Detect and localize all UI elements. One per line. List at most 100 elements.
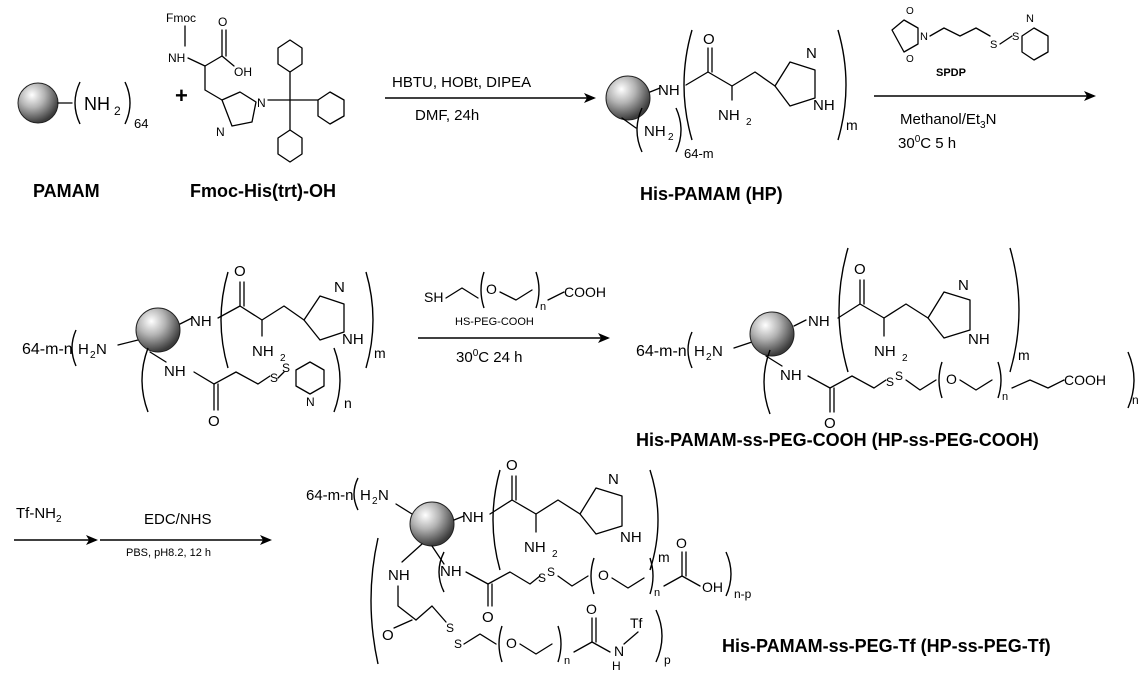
pamam-dendrimer-sphere	[17, 82, 59, 124]
step2-temperature: 300C 5 h	[898, 134, 956, 152]
pamam-amine-count: 64	[134, 116, 148, 131]
hp-tf-cooh-arm-index-n: n	[654, 587, 660, 599]
hp-peg-his-nh: NH	[808, 313, 830, 330]
hp-tf-arm-index-n: n	[564, 655, 570, 667]
hp-peg-amine-count: 64-m-n	[636, 343, 687, 360]
hp-tf-cooh-arm-index-np: n-p	[734, 587, 752, 601]
hp-tf-arm-tf: Tf	[630, 615, 643, 631]
hp-spdp-pyridine-n: N	[306, 395, 315, 409]
hp-tf-cooh-arm-s2: S	[547, 565, 555, 579]
hs-peg-cooh-structure: SH O n COOH	[424, 271, 606, 313]
fmoc-label: Fmoc	[166, 11, 196, 25]
hp-ss-peg-tf-structure: 64-m-n H 2 N NH O NH 2 N NH m NH O S S O	[306, 457, 752, 673]
hp-peg-h2n-sub: 2	[706, 352, 712, 363]
pamam-structure: NH 2 64	[17, 81, 148, 131]
hp-carbonyl-o: O	[703, 31, 715, 48]
amine-subscript: 2	[114, 104, 121, 118]
hp-spdp-structure: 64-m-n H 2 N NH O NH 2 N NH m NH O S S N	[22, 263, 386, 430]
step3-temperature: 300C 24 h	[456, 348, 522, 366]
hp-peg-his-alpha-sub: 2	[902, 353, 908, 364]
fmoc-his-label: Fmoc-His(trt)-OH	[190, 181, 336, 201]
hp-peg-cooh: COOH	[1064, 372, 1106, 388]
hp-spdp-imidazole-n: N	[334, 279, 345, 296]
hp-spdp-his-carbonyl-o: O	[234, 263, 246, 280]
step1-reagents: HBTU, HOBt, DIPEA	[392, 74, 531, 91]
hp-imidazole-nh: NH	[813, 97, 835, 114]
hp-tf-cooh-arm-acid-o: O	[676, 535, 687, 551]
fmoc-nh-label: NH	[168, 51, 185, 65]
hs-peg-cooh: COOH	[564, 284, 606, 300]
step4-coupling: EDC/NHS	[144, 511, 212, 528]
hs-peg-ether-o: O	[486, 281, 497, 297]
hp-peg-his-alpha-nh2: NH	[874, 343, 896, 360]
spdp-label: SPDP	[936, 67, 966, 79]
fmoc-his-structure: Fmoc NH O OH N N	[166, 11, 345, 163]
hp-tf-h2n-n: N	[378, 487, 389, 504]
hp-tf-arm-carbonyl-o: O	[382, 627, 394, 644]
hp-peg-s1: S	[886, 375, 894, 389]
amine-label: NH	[84, 94, 110, 114]
hp-peg-sphere	[749, 311, 795, 357]
hp-alpha-nh2-sub: 2	[746, 117, 752, 128]
hp-peg-h2n-n: N	[712, 343, 723, 360]
hp-tf-imidazole-n: N	[608, 471, 619, 488]
hs-peg-cooh-label: HS-PEG-COOH	[455, 316, 534, 328]
hp-spdp-index-n: n	[344, 395, 352, 411]
his-pamam-label: His-PAMAM (HP)	[640, 184, 783, 204]
plus-sign: +	[175, 83, 188, 108]
hp-spdp-his-alpha-sub: 2	[280, 353, 286, 364]
hp-index-m: m	[846, 117, 858, 133]
hp-peg-h2n-h: H	[694, 343, 705, 360]
hp-ss-peg-cooh-label: His-PAMAM-ss-PEG-COOH (HP-ss-PEG-COOH)	[636, 430, 1039, 450]
hp-tf-arm-amide-o: O	[586, 601, 597, 617]
fmoc-oh-label: OH	[234, 65, 252, 79]
hp-peg-index-n-outer: n	[1132, 393, 1139, 407]
hp-amine-label: NH	[644, 123, 666, 140]
hp-spdp-amine-count: 64-m-n	[22, 341, 73, 358]
hp-spdp-sphere	[135, 307, 181, 353]
hp-peg-linker-carbonyl-o: O	[824, 415, 836, 432]
hp-tf-cooh-arm-oh: OH	[702, 579, 723, 595]
hp-tf-arm-s2: S	[454, 637, 462, 651]
hp-tf-cooh-arm-nh: NH	[440, 563, 462, 580]
hp-peg-his-carbonyl-o: O	[854, 261, 866, 278]
hp-amine-sub: 2	[668, 132, 674, 143]
hs-peg-sh: SH	[424, 289, 443, 305]
hp-spdp-s2: S	[282, 361, 290, 375]
hp-spdp-h2n-sub: 2	[90, 350, 96, 361]
pamam-label: PAMAM	[33, 181, 100, 201]
hp-spdp-imidazole-nh: NH	[342, 331, 364, 348]
step4-reagent: Tf-NH2	[16, 505, 62, 525]
hp-tf-arm-ether-o: O	[506, 635, 517, 651]
hp-tf-h2n-h: H	[360, 487, 371, 504]
hp-tf-arm-index-p: p	[664, 653, 671, 667]
hp-tf-imidazole-nh: NH	[620, 529, 642, 546]
hp-peg-index-m: m	[1018, 347, 1030, 363]
step1-solvent: DMF, 24h	[415, 107, 479, 124]
hp-spdp-h2n-h: H	[78, 341, 89, 358]
hp-alpha-nh2: NH	[718, 107, 740, 124]
spdp-sulfur-1: S	[990, 39, 997, 51]
hp-tf-index-m: m	[658, 549, 670, 565]
spdp-structure: O O N S S N	[891, 6, 1049, 65]
fmoc-carbonyl-o: O	[218, 15, 227, 29]
hp-nh-label: NH	[658, 82, 680, 99]
hp-spdp-his-alpha-nh2: NH	[252, 343, 274, 360]
his-pamam-sphere	[605, 75, 651, 121]
hp-amine-count: 64-m	[684, 146, 714, 161]
hp-tf-his-carbonyl-o: O	[506, 457, 518, 474]
hp-tf-his-alpha-nh2: NH	[524, 539, 546, 556]
hp-tf-arm-amide-n: N	[614, 643, 624, 659]
fmoc-imidazole-n3: N	[216, 125, 225, 139]
hp-peg-linker-nh: NH	[780, 367, 802, 384]
hp-imidazole-n: N	[806, 45, 817, 62]
hp-spdp-his-nh: NH	[190, 313, 212, 330]
hp-peg-ether-o: O	[946, 371, 957, 387]
hp-tf-h2n-sub: 2	[372, 496, 378, 507]
hp-peg-imidazole-n: N	[958, 277, 969, 294]
hp-tf-arm-nh: NH	[388, 567, 410, 584]
spdp-succinimide-o1: O	[906, 6, 914, 17]
hp-tf-arm-amide-h: H	[612, 659, 621, 673]
hp-tf-amine-count: 64-m-n	[306, 487, 354, 504]
